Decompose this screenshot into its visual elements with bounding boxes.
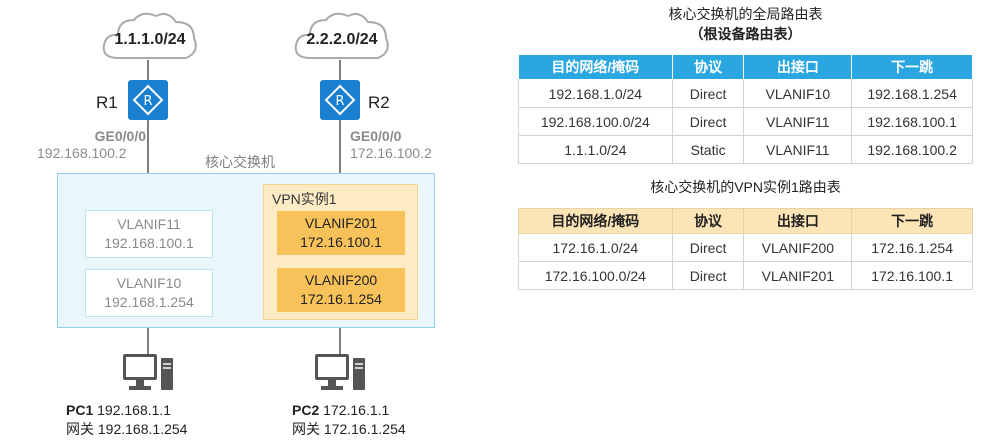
table-cell: 172.16.100.1	[851, 261, 973, 290]
global-table-subtitle: （根设备路由表）	[689, 26, 802, 42]
pc1-gw: 192.168.1.254	[97, 421, 188, 437]
vlanif-name: VLANIF10	[116, 275, 182, 291]
global-routing-table: 目的网络/掩码 协议 出接口 下一跳 192.168.1.0/24 Direct…	[518, 54, 973, 164]
pc2-gw: 172.16.1.254	[323, 421, 406, 437]
table-cell: VLANIF11	[743, 107, 853, 136]
router-icon: R	[320, 80, 360, 120]
vlanif-name: VLANIF201	[304, 215, 378, 231]
global-table-title-text: 核心交换机的全局路由表	[668, 6, 823, 22]
vlanif-ip: 192.168.1.254	[104, 294, 194, 310]
pc1-label: PC1 192.168.1.1 网关 192.168.1.254	[66, 401, 187, 439]
router-icon: R	[128, 80, 168, 120]
table-row: 1.1.1.0/24 Static VLANIF11 192.168.100.2	[518, 135, 973, 164]
col-header: 出接口	[743, 208, 853, 234]
table-cell: VLANIF201	[743, 261, 853, 290]
vlanif-ip: 172.16.100.1	[300, 234, 382, 250]
svg-text:R: R	[143, 94, 152, 109]
vlanif10-box: VLANIF10 192.168.1.254	[85, 269, 213, 317]
table-header-row: 目的网络/掩码 协议 出接口 下一跳	[518, 54, 973, 80]
pc2-ip: 172.16.1.1	[323, 402, 390, 418]
pc1-name: PC1	[66, 402, 94, 418]
col-header: 协议	[671, 54, 745, 80]
router-name-r1: R1	[96, 93, 118, 112]
pc1-ip: 192.168.1.1	[97, 402, 172, 418]
vlanif200-box: VLANIF200 172.16.1.254	[277, 268, 405, 312]
svg-text:R: R	[335, 94, 344, 109]
table-cell: 192.168.1.0/24	[518, 79, 673, 108]
table-cell: 192.168.100.2	[851, 135, 973, 164]
col-header: 目的网络/掩码	[518, 54, 673, 80]
col-header: 出接口	[743, 54, 853, 80]
vlanif-ip: 192.168.100.1	[104, 235, 194, 251]
table-cell: 172.16.100.0/24	[518, 261, 673, 290]
pc2-name: PC2	[292, 402, 320, 418]
vlanif-name: VLANIF200	[304, 272, 378, 288]
r1-port-name: GE0/0/0	[94, 128, 146, 144]
r1-port-ip: 192.168.100.2	[37, 145, 127, 161]
table-cell: VLANIF11	[743, 135, 853, 164]
router-name-r2: R2	[368, 93, 390, 112]
table-cell: 172.16.1.254	[851, 233, 973, 262]
table-header-row: 目的网络/掩码 协议 出接口 下一跳	[518, 208, 973, 234]
table-cell: 1.1.1.0/24	[518, 135, 673, 164]
vpn-table-title: 核心交换机的VPN实例1路由表	[650, 179, 841, 195]
global-table-title: 核心交换机的全局路由表 （根设备路由表）	[518, 4, 973, 44]
pc2-gw-label: 网关	[292, 421, 320, 437]
table-cell: Direct	[671, 107, 745, 136]
pc-icon	[315, 354, 365, 390]
cloud-icon	[102, 12, 197, 59]
table-cell: Direct	[671, 233, 745, 262]
r2-port-name: GE0/0/0	[350, 128, 402, 144]
vlanif201-box: VLANIF201 172.16.100.1	[277, 211, 405, 255]
cloud-label-2: 2.2.2.0/24	[306, 31, 378, 48]
col-header: 下一跳	[851, 54, 973, 80]
vpn-instance-title: VPN实例1	[272, 191, 337, 207]
core-switch-title: 核心交换机	[205, 154, 275, 170]
col-header: 下一跳	[851, 208, 973, 234]
table-cell: Static	[671, 135, 745, 164]
table-cell: Direct	[671, 261, 745, 290]
table-cell: VLANIF10	[743, 79, 853, 108]
table-cell: 172.16.1.0/24	[518, 233, 673, 262]
table-row: 192.168.100.0/24 Direct VLANIF11 192.168…	[518, 107, 973, 136]
table-cell: Direct	[671, 79, 745, 108]
vlanif-name: VLANIF11	[117, 216, 181, 232]
col-header: 目的网络/掩码	[518, 208, 673, 234]
table-row: 172.16.100.0/24 Direct VLANIF201 172.16.…	[518, 261, 973, 290]
table-cell: 192.168.100.0/24	[518, 107, 673, 136]
vlanif-ip: 172.16.1.254	[300, 291, 382, 307]
pc-icon	[123, 354, 173, 390]
table-cell: 192.168.100.1	[851, 107, 973, 136]
vpn-routing-table: 目的网络/掩码 协议 出接口 下一跳 172.16.1.0/24 Direct …	[518, 208, 973, 290]
table-row: 192.168.1.0/24 Direct VLANIF10 192.168.1…	[518, 79, 973, 108]
table-cell: 192.168.1.254	[851, 79, 973, 108]
pc1-gw-label: 网关	[66, 421, 94, 437]
vlanif11-box: VLANIF11 192.168.100.1	[85, 210, 213, 258]
pc2-label: PC2 172.16.1.1 网关 172.16.1.254	[292, 401, 406, 439]
col-header: 协议	[671, 208, 745, 234]
r2-port-ip: 172.16.100.2	[350, 145, 432, 161]
cloud-icon	[294, 12, 389, 59]
cloud-label-1: 1.1.1.0/24	[114, 31, 186, 48]
table-cell: VLANIF200	[743, 233, 853, 262]
table-row: 172.16.1.0/24 Direct VLANIF200 172.16.1.…	[518, 233, 973, 262]
